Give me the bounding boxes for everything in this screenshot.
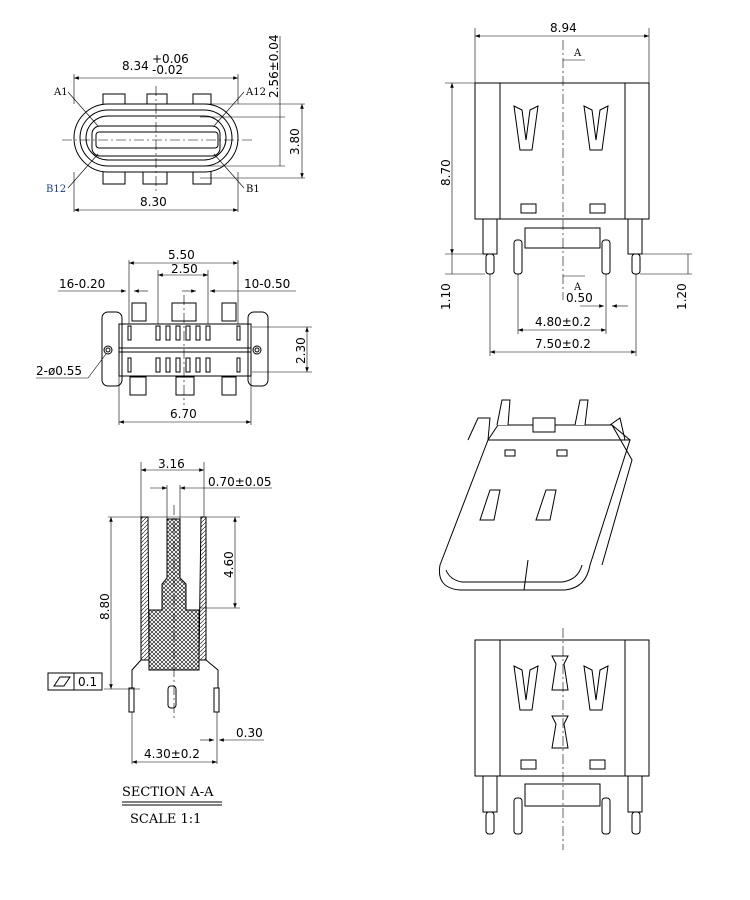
dim-leg-right: 1.20 (675, 283, 689, 310)
top-view: 8.94 A A 8.70 1.10 1.20 0.50 4.80±0.2 7.… (439, 21, 692, 356)
dim-hole: 2-ø0.55 (36, 364, 82, 378)
dim-leg-left: 1.10 (439, 283, 453, 310)
dim-section-width: 3.16 (158, 457, 185, 471)
dim-top-height: 8.70 (439, 159, 453, 186)
pin-label-b1: B1 (246, 184, 260, 195)
front-view: 8.34 +0.06 -0.02 8.30 2.56±0.04 3.80 A1 … (46, 35, 305, 212)
section-mark-top: A (573, 48, 582, 59)
dim-outer-span: 7.50±0.2 (535, 337, 591, 351)
dim-depth: 4.60 (222, 551, 236, 578)
dim-tongue: 0.70±0.05 (208, 475, 272, 489)
dim-height-offset: 2.56±0.04 (267, 35, 281, 99)
pin-label-a12: A12 (245, 87, 266, 98)
flatness-icon (53, 676, 71, 687)
section-view: 3.16 0.70±0.05 4.60 8.80 0.1 4.30±0.2 0.… (47, 457, 272, 827)
bottom-view (474, 628, 650, 850)
flatness-value: 0.1 (78, 675, 97, 689)
dim-leg-spacing: 4.30±0.2 (144, 747, 200, 761)
isometric-view (438, 399, 633, 591)
section-scale: SCALE 1:1 (130, 812, 201, 827)
footprint-view: 5.50 2.50 16-0.20 10-0.50 2-ø0.55 2.30 6… (36, 248, 312, 425)
dim-width-tol-plus: +0.06 (152, 52, 189, 66)
dim-width-nominal: 8.34 (122, 59, 149, 73)
section-mark-bottom: A (573, 282, 582, 293)
pad-row-top (127, 325, 241, 373)
dim-body-width: 8.30 (140, 195, 167, 209)
dim-top-width: 8.94 (550, 21, 577, 35)
pin-label-b12: B12 (46, 184, 66, 195)
dim-row-spacing: 2.30 (294, 337, 308, 364)
dim-pin-width: 16-0.20 (59, 277, 105, 291)
dim-pin-pitch: 10-0.50 (244, 277, 290, 291)
flatness-callout: 0.1 (47, 672, 103, 691)
dim-section-height: 8.80 (98, 593, 112, 620)
dim-pin-thickness: 0.30 (236, 726, 263, 740)
dim-inner-pitch: 2.50 (171, 262, 198, 276)
section-title: SECTION A-A (122, 785, 214, 800)
dim-outer-pitch: 5.50 (168, 248, 195, 262)
dim-height: 3.80 (288, 128, 302, 155)
dim-pitch: 0.50 (566, 291, 593, 305)
dim-inner-span: 4.80±0.2 (535, 315, 591, 329)
dim-overall-width: 6.70 (170, 407, 197, 421)
pin-label-a1: A1 (53, 87, 68, 98)
dim-width-tol-minus: -0.02 (152, 63, 183, 77)
